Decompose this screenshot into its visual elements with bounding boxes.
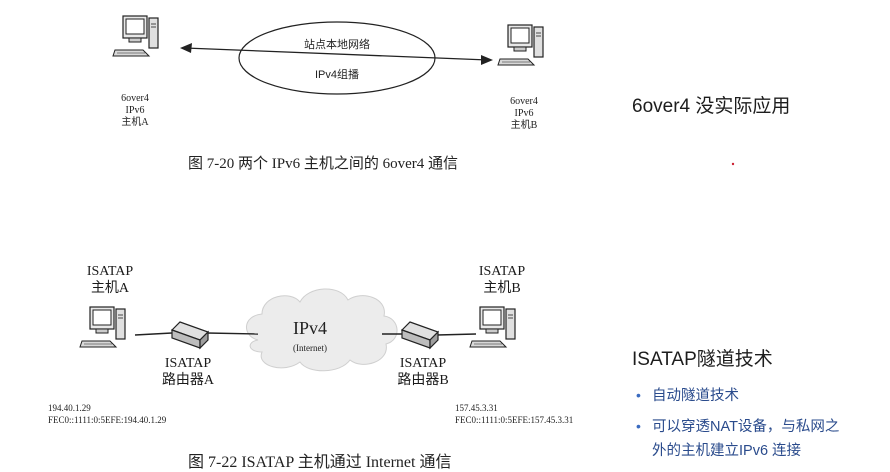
- host-b-line1: 6over4: [510, 96, 538, 107]
- host-b-ipv6: FEC0::1111:0:5EFE:157.45.3.31: [455, 415, 574, 425]
- cloud-title: IPv4: [292, 318, 327, 338]
- isatap-host-a-title: ISATAP 主机A: [70, 263, 150, 297]
- internet-cloud: [246, 288, 398, 372]
- router-b-icon: [401, 321, 439, 349]
- isatap-host-b-title: ISATAP 主机B: [462, 263, 542, 297]
- router-b-line1: ISATAP: [399, 356, 447, 371]
- bullet-dot-icon: •: [636, 387, 641, 403]
- connection-arrow-line: [184, 47, 489, 61]
- host-b-address: 157.45.3.31 FEC0::1111:0:5EFE:157.45.3.3…: [455, 402, 573, 426]
- bullet-text-2: 可以穿透NAT设备，与私网之: [652, 419, 840, 435]
- host-a-address: 194.40.1.29 FEC0::1111:0:5EFE:194.40.1.2…: [48, 402, 166, 426]
- bullet-text-1: 自动隧道技术: [652, 388, 739, 404]
- host-a-line1: 6over4: [121, 93, 149, 104]
- isatap-host-a-line2: 主机A: [90, 281, 130, 296]
- side-bullet-list: • 自动隧道技术 • 可以穿透NAT设备，与私网之 外的主机建立IPv6 连接: [636, 383, 886, 463]
- side-note-6over4: 6over4 没实际应用: [632, 96, 791, 117]
- host-a-label: 6over4 IPv6 主机A: [100, 93, 170, 129]
- host-b-computer-icon: [497, 24, 544, 66]
- host-b-line3: 主机B: [510, 120, 538, 131]
- isatap-host-b-computer-icon: [469, 306, 516, 348]
- router-a-line2: 路由器A: [161, 373, 215, 388]
- figure-7-20-caption: 图 7-20 两个 IPv6 主机之间的 6over4 通信: [188, 156, 458, 172]
- isatap-host-b-line1: ISATAP: [478, 264, 526, 279]
- host-b-label: 6over4 IPv6 主机B: [489, 96, 559, 132]
- host-a-ipv6: FEC0::1111:0:5EFE:194.40.1.29: [48, 415, 167, 425]
- cloud-subtitle: (Internet): [293, 343, 327, 353]
- host-b-line2: IPv6: [514, 108, 534, 119]
- isatap-host-a-computer-icon: [79, 306, 126, 348]
- host-a-line2: IPv6: [125, 105, 145, 116]
- bullet-item-2: • 可以穿透NAT设备，与私网之: [636, 414, 886, 439]
- multicast-label: IPv4组播: [314, 69, 359, 81]
- router-a-line1: ISATAP: [164, 356, 212, 371]
- bullet-text-3: 外的主机建立IPv6 连接: [652, 443, 802, 459]
- router-a-icon: [171, 321, 209, 349]
- local-network-ellipse: [238, 21, 436, 95]
- isatap-host-a-line1: ISATAP: [86, 264, 134, 279]
- host-a-computer-icon: [112, 15, 159, 57]
- bullet-item-1: • 自动隧道技术: [636, 383, 886, 408]
- router-b-label: ISATAP 路由器B: [383, 355, 463, 389]
- figure-7-22-caption: 图 7-22 ISATAP 主机通过 Internet 通信: [188, 454, 452, 471]
- router-b-line2: 路由器B: [397, 373, 449, 388]
- isatap-host-b-line2: 主机B: [483, 281, 521, 296]
- bullet-item-2-cont: 外的主机建立IPv6 连接: [636, 439, 886, 463]
- network-label: 站点本地网络: [304, 39, 370, 51]
- arrow-left-head: [180, 43, 192, 53]
- host-a-ipv4: 194.40.1.29: [48, 403, 91, 413]
- arrow-right-head: [481, 55, 493, 65]
- host-b-ipv4: 157.45.3.31: [455, 403, 498, 413]
- stray-dot: [731, 162, 735, 166]
- router-a-label: ISATAP 路由器A: [148, 355, 228, 389]
- host-a-line3: 主机A: [121, 117, 149, 128]
- side-title-isatap: ISATAP隧道技术: [632, 349, 773, 370]
- bullet-dot-icon: •: [636, 418, 641, 434]
